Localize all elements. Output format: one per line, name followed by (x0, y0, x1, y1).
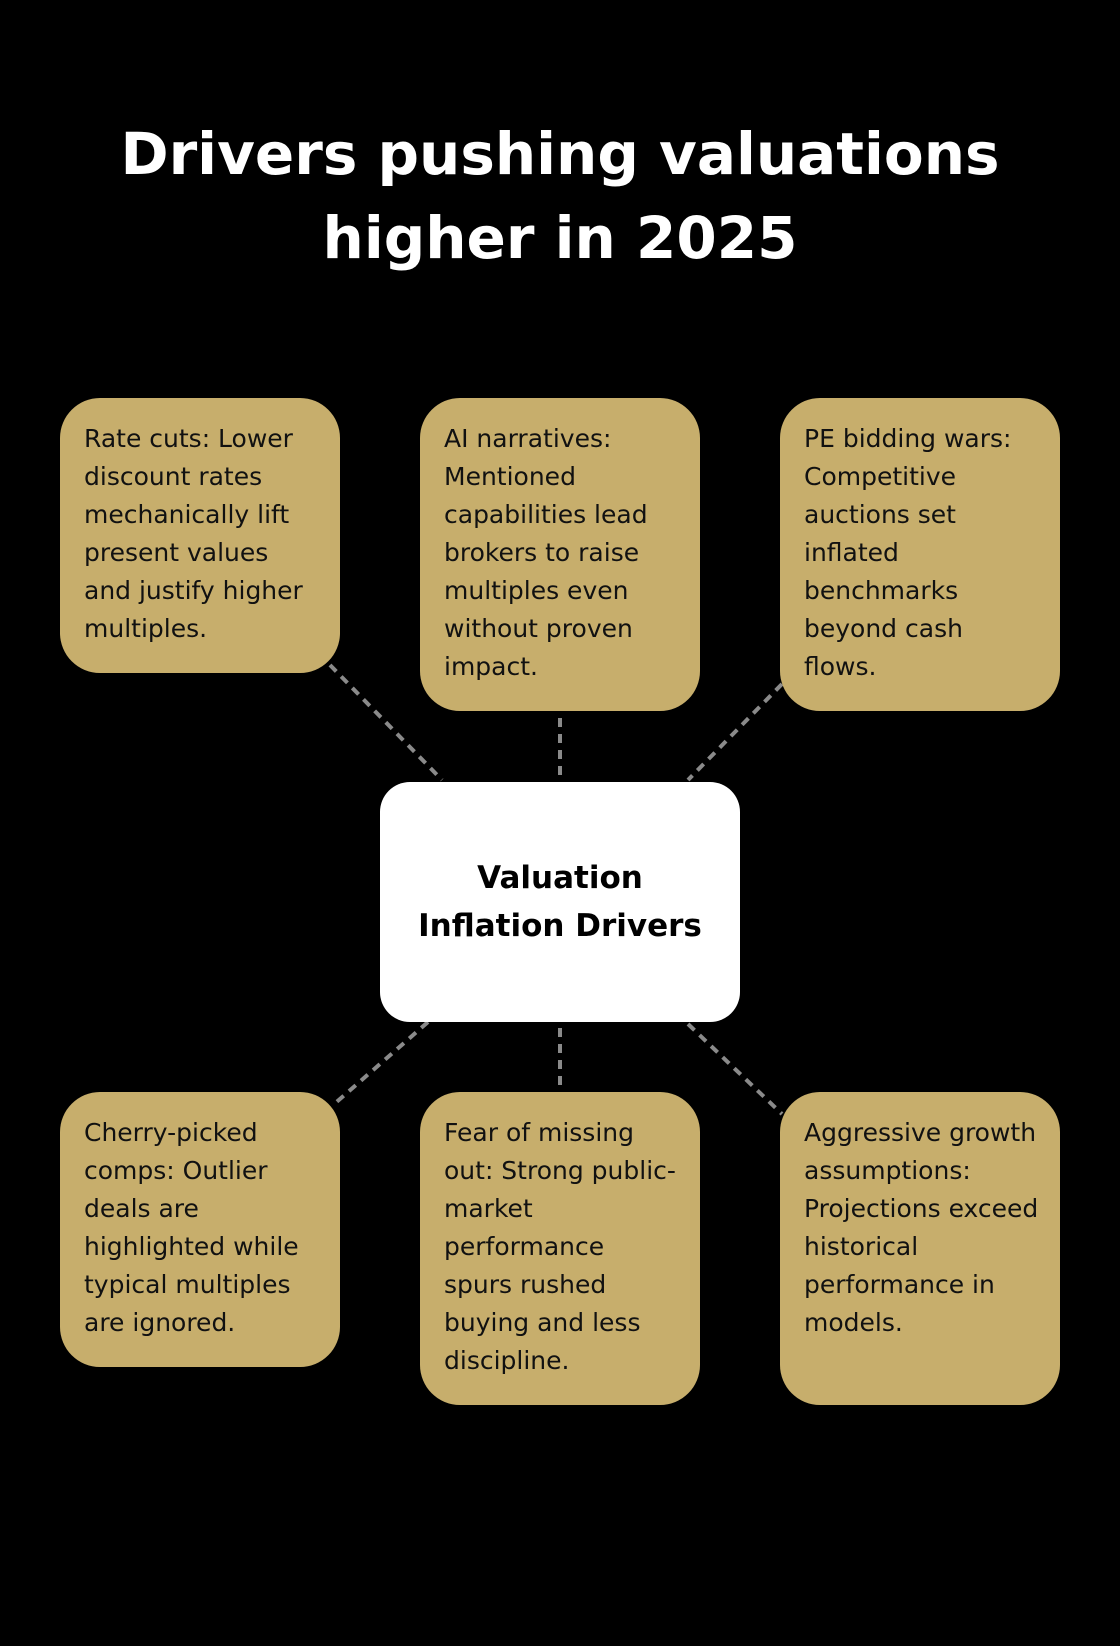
central-node: Valuation Inflation Drivers (380, 782, 740, 1022)
driver-card-ai-narratives: AI narratives: Mentioned capabilities le… (420, 398, 700, 711)
driver-card-fomo: Fear of missing out: Strong public-marke… (420, 1092, 700, 1405)
connector-top-right (686, 682, 784, 782)
diagram-title: Drivers pushing valuations higher in 202… (120, 120, 1000, 272)
driver-text: AI narratives: Mentioned capabilities le… (444, 424, 648, 681)
central-node-label: Valuation Inflation Drivers (418, 860, 702, 944)
connector-bottom-right (686, 1022, 784, 1116)
driver-text: Fear of missing out: Strong public-marke… (444, 1118, 676, 1375)
driver-card-aggressive-growth: Aggressive growth assumptions: Projectio… (780, 1092, 1060, 1405)
connector-top-left (328, 663, 444, 782)
driver-card-rate-cuts: Rate cuts: Lower discount rates mechanic… (60, 398, 340, 673)
driver-text: Rate cuts: Lower discount rates mechanic… (84, 424, 303, 643)
driver-text: PE bidding wars: Competitive auctions se… (804, 424, 1012, 681)
driver-card-pe-bidding-wars: PE bidding wars: Competitive auctions se… (780, 398, 1060, 711)
driver-text: Aggressive growth assumptions: Projectio… (804, 1118, 1039, 1337)
driver-card-cherry-picked-comps: Cherry-picked comps: Outlier deals are h… (60, 1092, 340, 1367)
driver-text: Cherry-picked comps: Outlier deals are h… (84, 1118, 299, 1337)
connector-bottom-left (330, 1020, 430, 1108)
